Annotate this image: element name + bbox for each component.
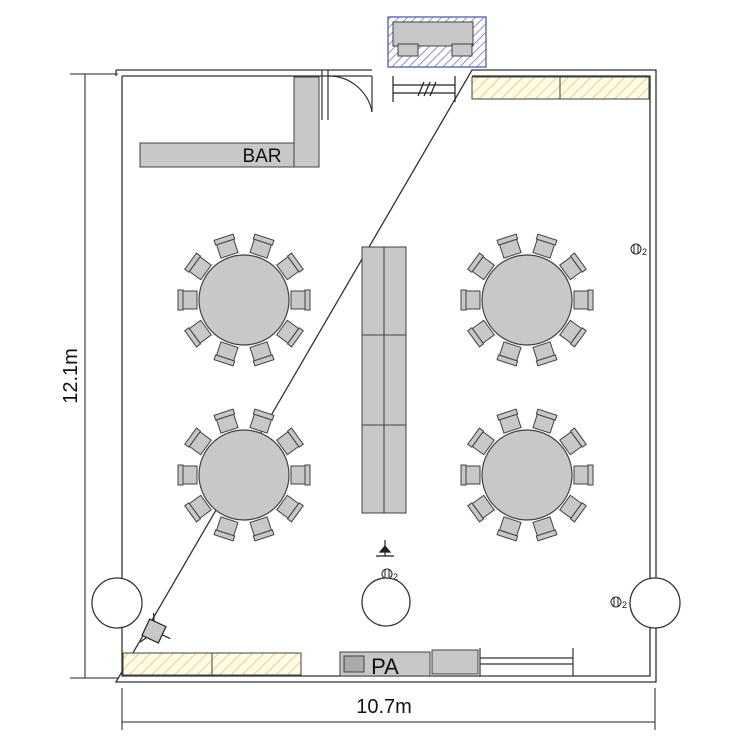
speaker-icon bbox=[139, 613, 171, 644]
round-table bbox=[460, 408, 594, 542]
outlet-icon bbox=[381, 568, 393, 580]
top-wall-window bbox=[392, 76, 456, 102]
chair bbox=[573, 289, 594, 311]
height-label: 12.1m bbox=[60, 348, 82, 404]
chair bbox=[276, 427, 304, 456]
chair bbox=[177, 464, 198, 486]
chair bbox=[213, 408, 239, 434]
chair bbox=[276, 494, 304, 523]
pa-desk bbox=[339, 651, 431, 677]
chair bbox=[290, 289, 311, 311]
stage-top-right bbox=[471, 76, 650, 100]
chair bbox=[532, 516, 558, 542]
chair bbox=[467, 427, 495, 456]
chair bbox=[213, 516, 239, 542]
round-table bbox=[177, 408, 311, 542]
chair bbox=[177, 289, 198, 311]
chair bbox=[532, 408, 558, 434]
chair bbox=[184, 494, 212, 523]
bar-label: BAR bbox=[242, 146, 281, 167]
chair bbox=[249, 233, 275, 259]
chair bbox=[467, 319, 495, 348]
table-top bbox=[198, 254, 290, 346]
bottom-bench bbox=[479, 648, 574, 676]
width-dimension bbox=[121, 688, 656, 730]
chair bbox=[184, 319, 212, 348]
chair bbox=[460, 464, 481, 486]
center-buffet-table bbox=[361, 246, 407, 514]
chair bbox=[467, 252, 495, 281]
chair bbox=[276, 319, 304, 348]
chair bbox=[532, 341, 558, 367]
chair bbox=[573, 464, 594, 486]
outside-equipment bbox=[387, 16, 487, 68]
height-dimension bbox=[70, 73, 118, 679]
chair bbox=[460, 289, 481, 311]
round-table bbox=[177, 233, 311, 367]
bar-counter bbox=[139, 76, 320, 168]
chair bbox=[290, 464, 311, 486]
chair bbox=[496, 516, 522, 542]
equipment-box bbox=[431, 649, 479, 675]
entrance-door bbox=[321, 70, 373, 120]
outlet-number: 2 bbox=[642, 247, 647, 257]
outlet-icon bbox=[610, 596, 622, 608]
round-table bbox=[460, 233, 594, 367]
chair bbox=[496, 408, 522, 434]
chair bbox=[276, 252, 304, 281]
chair bbox=[559, 427, 587, 456]
chair bbox=[496, 341, 522, 367]
chair bbox=[467, 494, 495, 523]
outlet-icon bbox=[630, 243, 642, 255]
chair bbox=[496, 233, 522, 259]
pa-label: PA bbox=[371, 654, 399, 679]
light-stand-icon bbox=[376, 540, 394, 557]
chair bbox=[249, 408, 275, 434]
stage-bottom-left bbox=[122, 652, 302, 676]
outlet-number: 2 bbox=[622, 600, 627, 610]
outlet-number: 2 bbox=[393, 572, 398, 582]
chair bbox=[184, 427, 212, 456]
table-top bbox=[481, 254, 573, 346]
chair bbox=[559, 319, 587, 348]
chair bbox=[184, 252, 212, 281]
chair bbox=[559, 494, 587, 523]
round-tables bbox=[177, 233, 594, 542]
chair bbox=[559, 252, 587, 281]
chair bbox=[249, 516, 275, 542]
table-top bbox=[481, 429, 573, 521]
width-label: 10.7m bbox=[356, 696, 412, 718]
chair bbox=[213, 341, 239, 367]
pillar bbox=[91, 577, 681, 629]
chair bbox=[213, 233, 239, 259]
table-top bbox=[198, 429, 290, 521]
chair bbox=[249, 341, 275, 367]
chair bbox=[532, 233, 558, 259]
